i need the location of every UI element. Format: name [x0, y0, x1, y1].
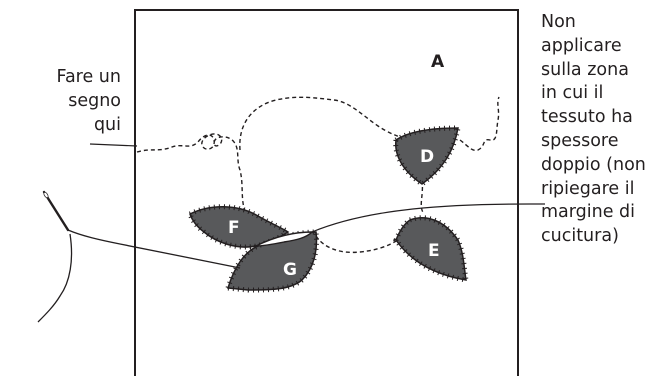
mark-here-line-1: Fare un [56, 67, 121, 87]
applique-d-stitches [393, 125, 461, 188]
mark-here-callout: Fare un segno qui [56, 66, 121, 137]
fabric-block-outline [134, 9, 519, 376]
applique-label-d: D [420, 147, 434, 167]
dashed-placement-line-middle [420, 179, 425, 215]
do-not-apply-line-1: Non [541, 12, 576, 32]
do-not-apply-callout: Non applicare sulla zona in cui il tessu… [541, 11, 646, 249]
block-label-a: A [431, 52, 445, 72]
mark-here-line-2: segno [68, 90, 121, 111]
applique-label-e: E [428, 241, 440, 261]
mark-here-line-3: qui [93, 114, 121, 135]
dashed-placement-line-top [239, 96, 403, 151]
do-not-apply-line-7: doppio (non [541, 154, 646, 175]
do-not-apply-line-8: ripiegare il [541, 178, 635, 199]
applique-label-f: F [228, 218, 240, 238]
do-not-apply-line-10: cucitura) [541, 226, 619, 247]
do-not-apply-line-5: tessuto ha [541, 107, 633, 128]
mark-here-leader [89, 143, 138, 147]
dashed-placement-line-right [459, 96, 500, 152]
do-not-apply-line-4: in cui il [541, 83, 604, 104]
do-not-apply-line-3: sulla zona [541, 59, 629, 80]
do-not-apply-leader [311, 203, 545, 233]
dashed-placement-line-bottom [315, 235, 399, 254]
double-thickness-fold [255, 231, 314, 247]
do-not-apply-line-2: applicare [541, 35, 622, 56]
do-not-apply-line-6: spessore [541, 130, 619, 151]
thread-line [67, 229, 241, 269]
applique-label-g: G [283, 260, 297, 280]
applique-g-stitches [224, 229, 319, 293]
do-not-apply-line-9: margine di [541, 202, 636, 223]
dashed-placement-line [136, 133, 263, 239]
thread-tail [37, 233, 73, 323]
applique-e-shape [395, 217, 467, 281]
needle-eye [43, 191, 49, 199]
